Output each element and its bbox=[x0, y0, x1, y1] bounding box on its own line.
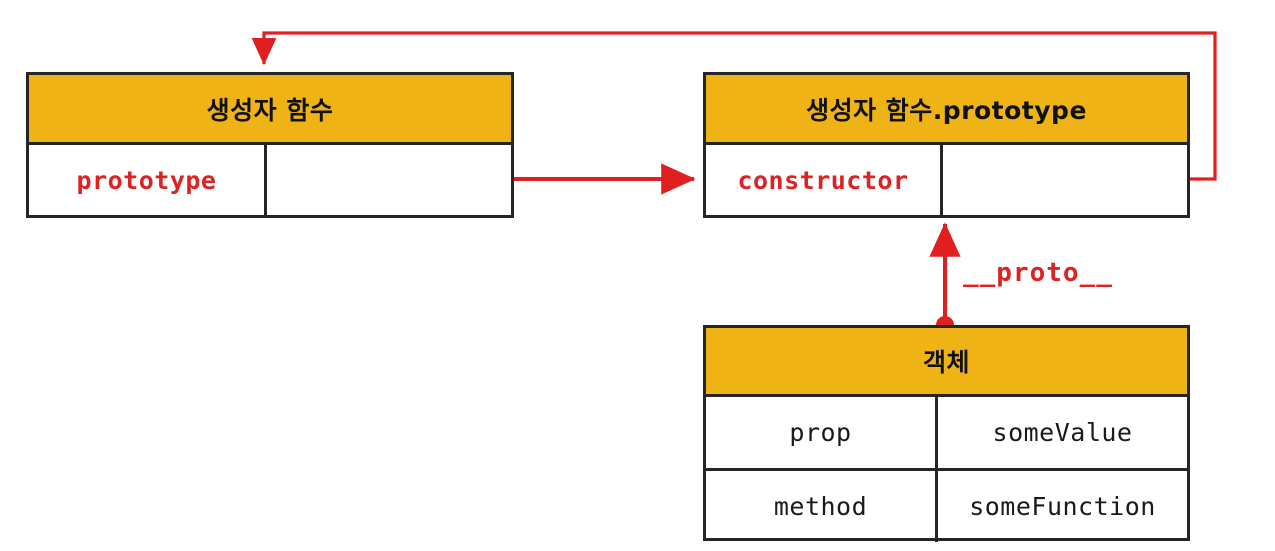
box-instance-object: 객체 prop someValue method someFunction bbox=[703, 325, 1190, 542]
box-prototype-object-header: 생성자 함수.prototype bbox=[706, 75, 1187, 145]
property-key-prototype: prototype bbox=[29, 145, 267, 215]
property-value-constructor bbox=[943, 145, 1187, 215]
property-value-prototype bbox=[267, 145, 511, 215]
box-constructor-function: 생성자 함수 prototype bbox=[26, 72, 514, 218]
box-instance-object-header: 객체 bbox=[706, 328, 1187, 397]
property-value-prop: someValue bbox=[992, 418, 1133, 447]
box-prototype-object: 생성자 함수.prototype constructor bbox=[703, 72, 1190, 218]
box-constructor-function-header: 생성자 함수 bbox=[29, 75, 511, 145]
property-value-method: someFunction bbox=[969, 492, 1156, 521]
table-row: prototype bbox=[29, 145, 511, 215]
property-key-constructor: constructor bbox=[706, 145, 943, 215]
table-row: constructor bbox=[706, 145, 1187, 215]
property-key-method: method bbox=[706, 471, 938, 542]
edge-proto-link bbox=[929, 222, 961, 334]
table-row: prop someValue bbox=[706, 397, 1187, 468]
table-row: method someFunction bbox=[706, 468, 1187, 542]
edge-label-proto: __proto__ bbox=[963, 258, 1113, 288]
property-key-prop: prop bbox=[706, 397, 938, 468]
